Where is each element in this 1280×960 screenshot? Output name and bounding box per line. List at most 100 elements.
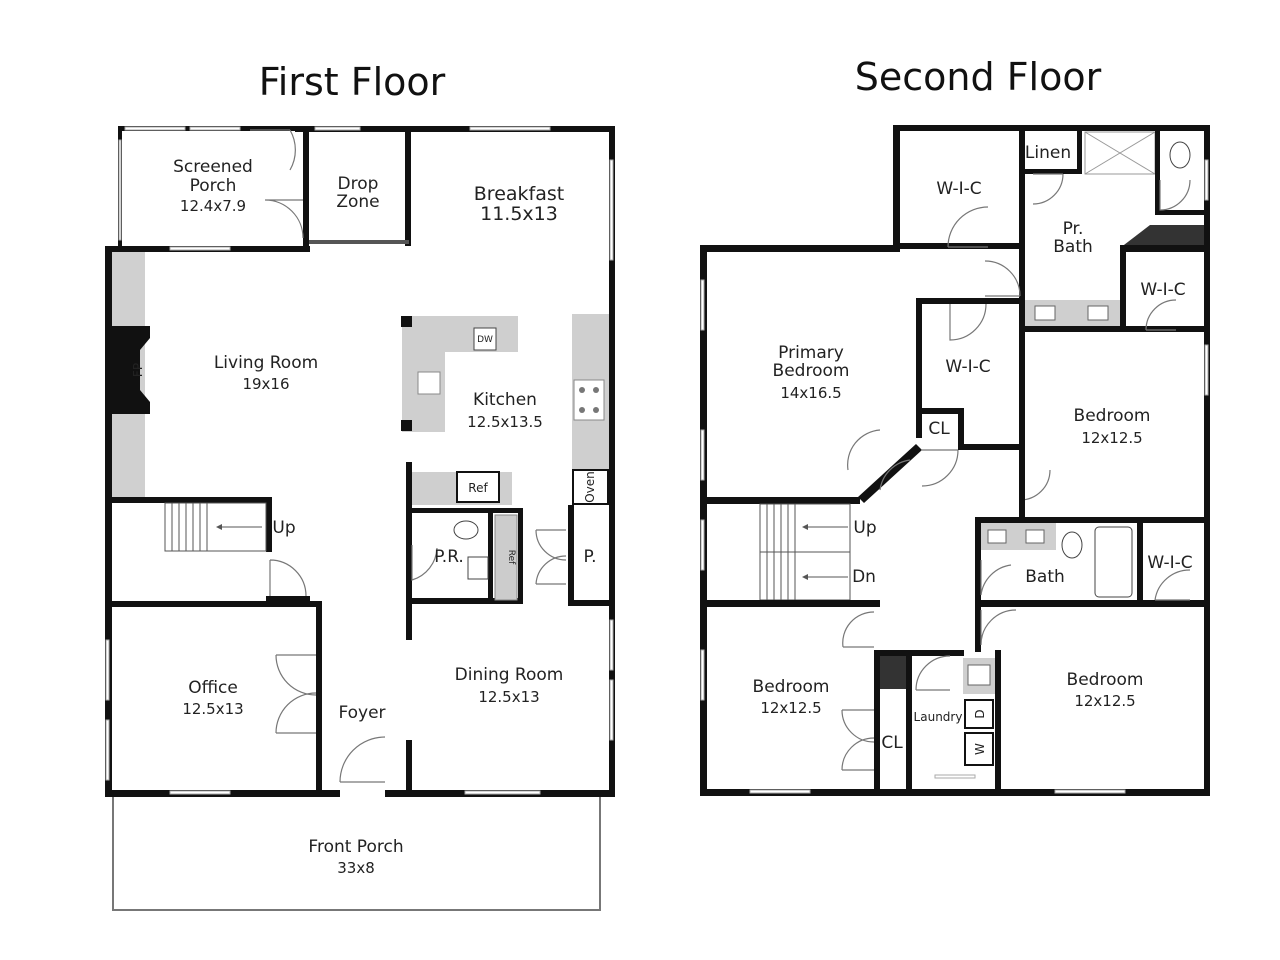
kitchen-name: Kitchen: [473, 390, 537, 410]
wall: [858, 444, 922, 503]
primary-bath-name-2: Bath: [1053, 237, 1093, 257]
window: [189, 126, 241, 131]
window: [749, 789, 811, 794]
wall: [406, 740, 412, 792]
wall: [700, 600, 880, 607]
dishwasher-label: DW: [477, 335, 493, 345]
window: [1054, 789, 1126, 794]
toilet: [1169, 141, 1191, 169]
living-room-size: 19x16: [242, 375, 289, 393]
dining-room-name: Dining Room: [455, 665, 564, 685]
wall: [1077, 125, 1082, 174]
linen-door: [1032, 173, 1064, 205]
wic-right-top-name: W-I-C: [1140, 280, 1185, 300]
wall: [1019, 330, 1025, 520]
dryer: [964, 699, 994, 729]
bedroom-left-size: 12x12.5: [760, 699, 821, 717]
range: [573, 379, 605, 421]
door: [1145, 299, 1177, 331]
wall: [309, 240, 409, 244]
stairs-up-label: Up: [853, 518, 876, 538]
washer: [964, 732, 994, 766]
shelf: [1120, 225, 1204, 248]
powder-room-name: P.R.: [434, 547, 464, 567]
burner: [579, 407, 585, 413]
wall: [958, 408, 964, 450]
wall: [266, 596, 310, 601]
window: [609, 679, 614, 741]
screened-porch-size: 12.4x7.9: [180, 197, 246, 215]
wall: [1137, 517, 1143, 607]
wall: [406, 462, 412, 640]
refrigerator-2: [494, 514, 518, 601]
window: [1204, 344, 1209, 396]
window: [609, 159, 614, 261]
laundry-door: [915, 655, 951, 691]
foyer-name: Foyer: [338, 703, 385, 723]
sink: [987, 529, 1007, 544]
dryer-label: D: [973, 709, 987, 718]
main-wall-top: [893, 125, 1210, 131]
bedroom-right-name: Bedroom: [1074, 406, 1151, 426]
front-porch-size: 33x8: [337, 859, 375, 877]
primary-bath-name: Pr.: [1063, 219, 1084, 239]
bathtub: [1094, 526, 1133, 598]
pantry-door: [535, 529, 567, 585]
wall: [1019, 462, 1025, 522]
wall: [975, 600, 981, 652]
wall: [406, 508, 521, 513]
wall: [893, 125, 900, 250]
sink: [1034, 305, 1056, 321]
bedroom-right-size: 12x12.5: [1081, 429, 1142, 447]
main-wall-right: [1204, 125, 1210, 795]
first-floor-title: First Floor: [259, 60, 446, 104]
living-room-name: Living Room: [214, 353, 318, 373]
bedroom-bottom-right-size: 12x12.5: [1074, 692, 1135, 710]
wall: [1019, 245, 1025, 330]
window: [124, 126, 186, 131]
wall: [874, 650, 964, 656]
stairs-first-floor: [164, 502, 267, 552]
wall: [105, 497, 270, 503]
closet-door: [841, 709, 875, 771]
bath-door: [980, 560, 1012, 596]
burner: [593, 407, 599, 413]
wall: [568, 600, 615, 606]
wall: [105, 601, 320, 607]
main-wall-top: [295, 126, 615, 132]
toilet: [453, 520, 479, 540]
dining-room-size: 12.5x13: [478, 688, 539, 706]
main-wall-bottom: [700, 789, 1210, 796]
window: [118, 139, 122, 241]
door: [947, 206, 989, 248]
drop-zone-name-2: Zone: [336, 192, 379, 212]
wic-mid-name: W-I-C: [945, 357, 990, 377]
window: [700, 519, 705, 571]
drop-zone-name: Drop: [338, 174, 379, 194]
closet-mid-name: CL: [928, 419, 950, 439]
front-door: [339, 736, 386, 783]
window: [169, 790, 231, 795]
wic-right-bottom-name: W-I-C: [1147, 553, 1192, 573]
dishwasher: [473, 327, 497, 351]
laundry-name: Laundry: [914, 710, 963, 724]
fireplace-label: FP: [131, 363, 145, 377]
door: [842, 611, 875, 648]
primary-bedroom-name: Primary: [778, 343, 844, 363]
bath-name: Bath: [1025, 567, 1065, 587]
kitchen-sink: [417, 371, 441, 395]
door: [1154, 569, 1191, 601]
door: [921, 449, 959, 487]
first-floor-plan: FP Up: [105, 126, 615, 911]
wall: [700, 497, 860, 504]
shower-line: [1084, 131, 1156, 175]
wall: [958, 444, 1024, 450]
bedroom-bottom-right-name: Bedroom: [1067, 670, 1144, 690]
refrigerator: [456, 471, 500, 503]
window: [609, 619, 614, 671]
toilet: [1061, 531, 1083, 559]
kitchen-size: 12.5x13.5: [467, 413, 543, 431]
door: [1159, 179, 1191, 211]
wall: [975, 517, 981, 612]
wall: [316, 601, 322, 796]
